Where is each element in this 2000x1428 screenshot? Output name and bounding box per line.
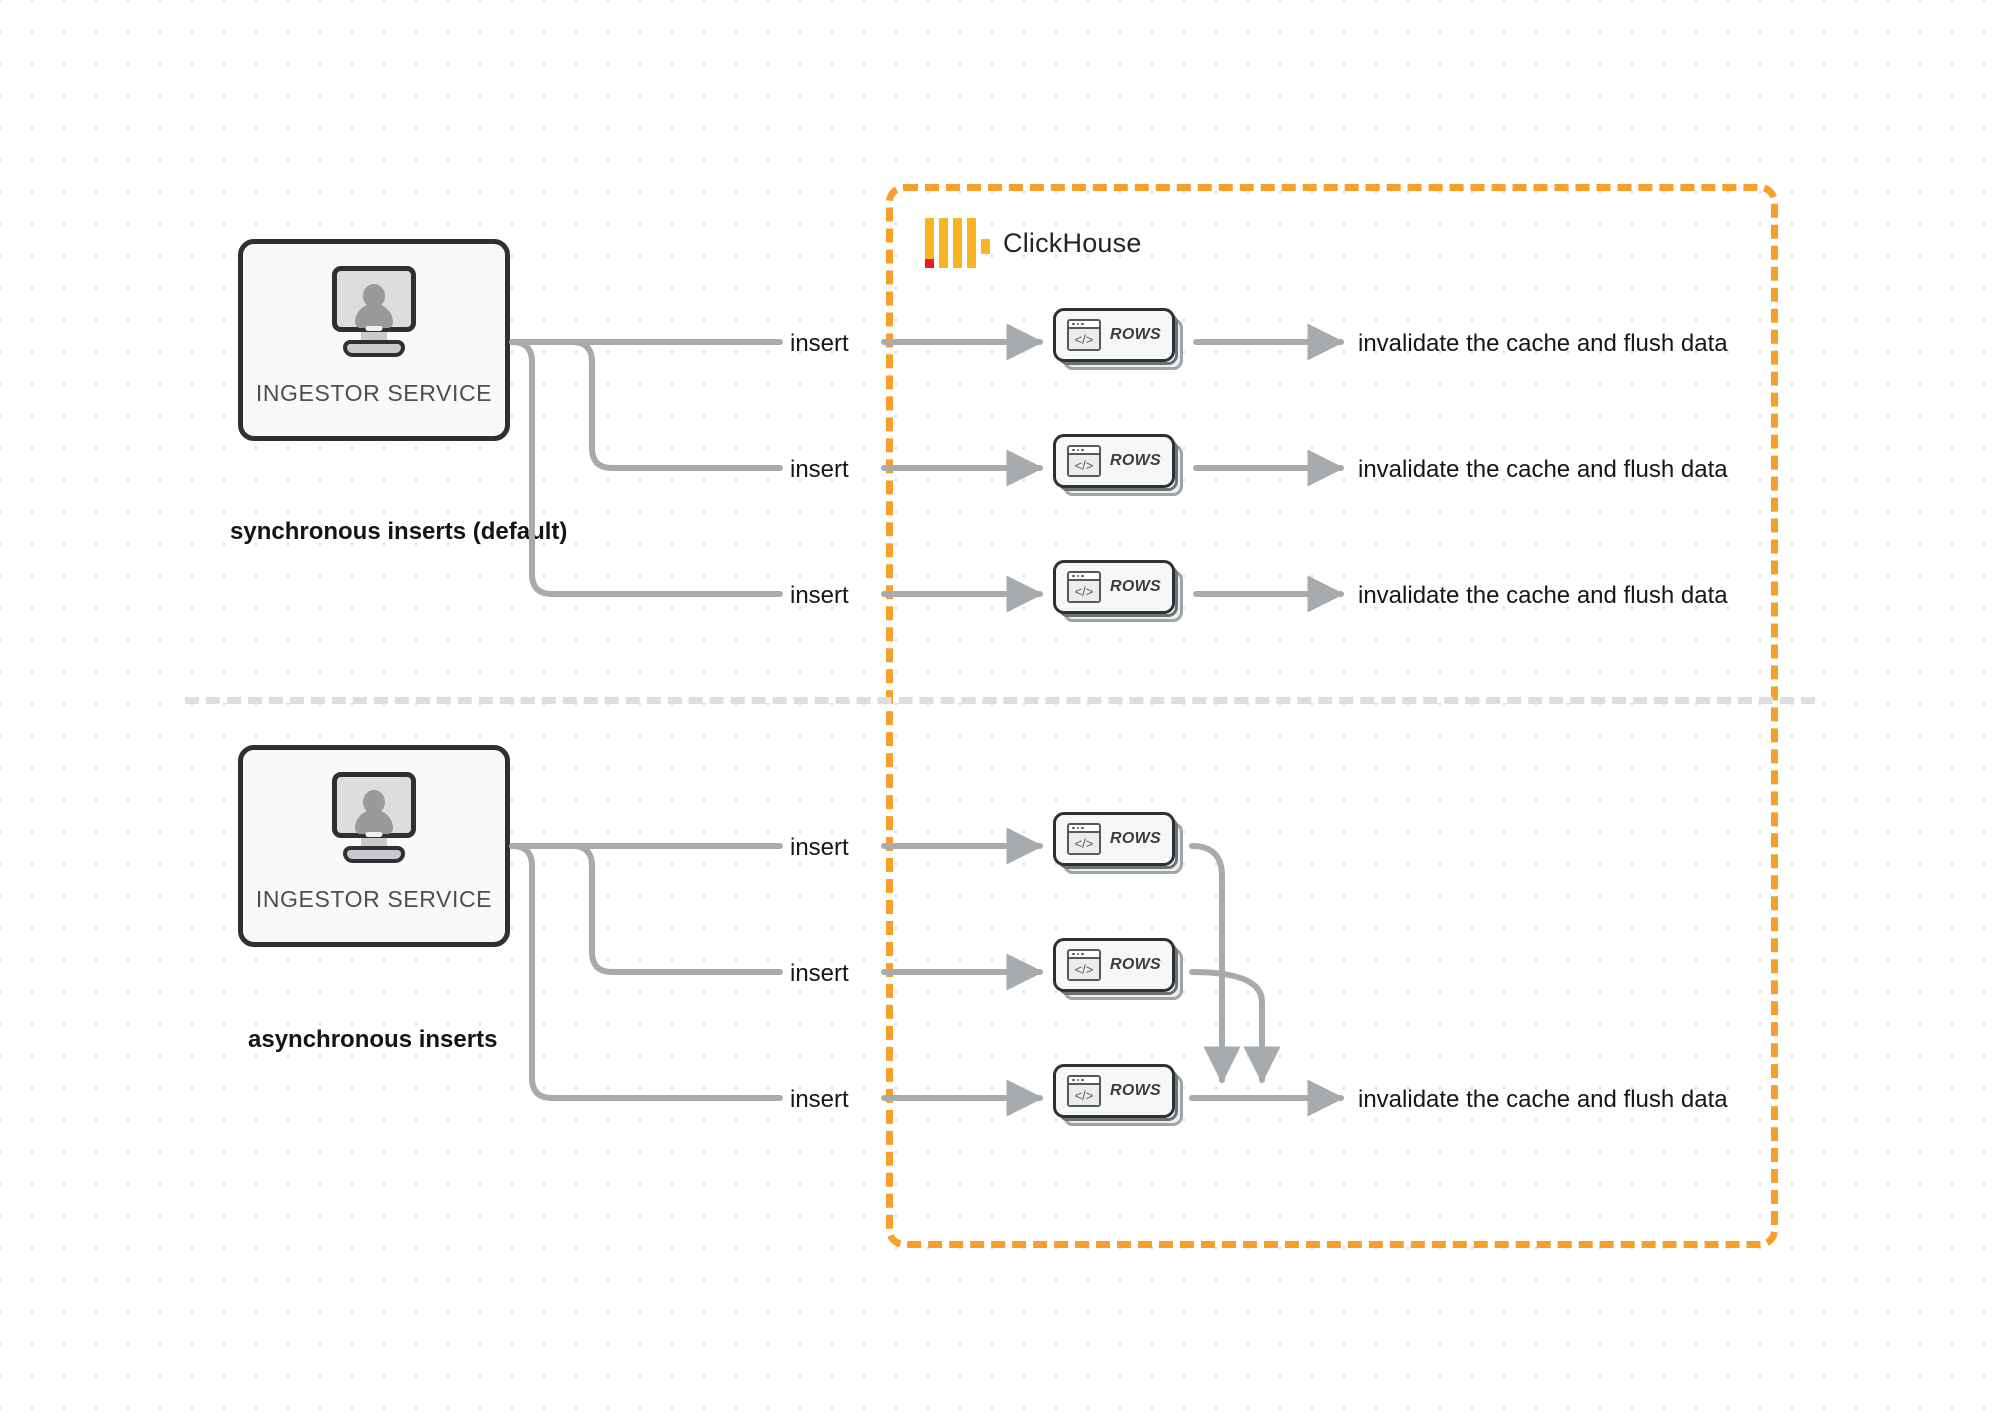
result-label-sync-3: invalidate the cache and flush data: [1358, 582, 1728, 609]
code-window-icon: </>: [1067, 949, 1101, 981]
insert-label-async-2: insert: [790, 960, 849, 987]
rows-node-async-2[interactable]: </> ROWS: [1053, 938, 1183, 1000]
window-dot-3: [1081, 448, 1084, 452]
clickhouse-logo-group: ClickHouse: [925, 218, 1142, 268]
insert-label-sync-2: insert: [790, 456, 849, 483]
code-window-titlebar: [1069, 573, 1099, 581]
ingestor-service-label: INGESTOR SERVICE: [255, 886, 493, 912]
user-body: [355, 810, 393, 834]
rows-card: </> ROWS: [1053, 1064, 1175, 1118]
window-dot-1: [1072, 952, 1075, 956]
result-label-sync-2: invalidate the cache and flush data: [1358, 456, 1728, 483]
monitor-base: [343, 846, 405, 863]
rows-card: </> ROWS: [1053, 434, 1175, 488]
code-window-titlebar: [1069, 951, 1099, 959]
wire-async-branch-2: [559, 843, 783, 975]
insert-label-sync-1: insert: [790, 330, 849, 357]
window-dot-1: [1072, 574, 1075, 578]
clickhouse-boundary: [886, 184, 1778, 1248]
window-dot-3: [1081, 952, 1084, 956]
user-head: [363, 790, 385, 814]
monitor-user-icon: [324, 266, 424, 358]
result-label-async-merged: invalidate the cache and flush data: [1358, 1086, 1728, 1113]
logo-bar-1: [925, 218, 934, 268]
rows-label: ROWS: [1110, 956, 1161, 973]
code-window-icon: </>: [1067, 1075, 1101, 1107]
section-divider: [185, 697, 1815, 704]
monitor-user-icon: [324, 772, 424, 864]
rows-node-sync-3[interactable]: </> ROWS: [1053, 560, 1183, 622]
logo-bar-4: [967, 218, 976, 268]
code-glyph: </>: [1069, 833, 1099, 853]
wire-sync-branch-2: [559, 339, 783, 471]
rows-label: ROWS: [1110, 326, 1161, 343]
rows-label: ROWS: [1110, 578, 1161, 595]
code-glyph: </>: [1069, 959, 1099, 979]
rows-label: ROWS: [1110, 452, 1161, 469]
result-label-sync-1: invalidate the cache and flush data: [1358, 330, 1728, 357]
clickhouse-logo: [925, 218, 990, 268]
code-glyph: </>: [1069, 581, 1099, 601]
logo-bar-2: [939, 218, 948, 268]
code-glyph: </>: [1069, 455, 1099, 475]
monitor-neck: [361, 332, 387, 342]
caption-asynchronous: asynchronous inserts: [248, 1026, 498, 1053]
window-dot-2: [1076, 448, 1079, 452]
insert-label-sync-3: insert: [790, 582, 849, 609]
rows-node-sync-1[interactable]: </> ROWS: [1053, 308, 1183, 370]
user-head: [363, 284, 385, 308]
monitor-base: [343, 340, 405, 357]
window-dot-2: [1076, 574, 1079, 578]
rows-card: </> ROWS: [1053, 308, 1175, 362]
code-window-icon: </>: [1067, 319, 1101, 351]
insert-label-async-3: insert: [790, 1086, 849, 1113]
logo-accent-square: [925, 259, 934, 268]
window-dot-1: [1072, 826, 1075, 830]
rows-label: ROWS: [1110, 1082, 1161, 1099]
rows-label: ROWS: [1110, 830, 1161, 847]
code-glyph: </>: [1069, 329, 1099, 349]
code-window-icon: </>: [1067, 445, 1101, 477]
window-dot-1: [1072, 322, 1075, 326]
window-dot-2: [1076, 826, 1079, 830]
window-dot-3: [1081, 322, 1084, 326]
rows-node-async-1[interactable]: </> ROWS: [1053, 812, 1183, 874]
insert-label-async-1: insert: [790, 834, 849, 861]
monitor-screen: [332, 772, 416, 838]
wire-async-branch-3: [509, 843, 783, 1101]
ingestor-service-sync[interactable]: INGESTOR SERVICE: [238, 239, 510, 441]
monitor-neck: [361, 838, 387, 848]
window-dot-1: [1072, 1078, 1075, 1082]
window-dot-1: [1072, 448, 1075, 452]
window-dot-3: [1081, 826, 1084, 830]
monitor-screen: [332, 266, 416, 332]
code-window-icon: </>: [1067, 823, 1101, 855]
code-window-icon: </>: [1067, 571, 1101, 603]
window-dot-3: [1081, 574, 1084, 578]
ingestor-service-async[interactable]: INGESTOR SERVICE: [238, 745, 510, 947]
monitor-notch: [365, 832, 383, 837]
code-glyph: </>: [1069, 1085, 1099, 1105]
rows-card: </> ROWS: [1053, 560, 1175, 614]
user-body: [355, 304, 393, 328]
rows-card: </> ROWS: [1053, 938, 1175, 992]
logo-bar-3: [953, 218, 962, 268]
rows-node-async-3[interactable]: </> ROWS: [1053, 1064, 1183, 1126]
monitor-notch: [365, 326, 383, 331]
wire-sync-branch-3: [509, 339, 783, 597]
clickhouse-label: ClickHouse: [1003, 227, 1142, 258]
window-dot-2: [1076, 952, 1079, 956]
code-window-titlebar: [1069, 825, 1099, 833]
code-window-titlebar: [1069, 321, 1099, 329]
code-window-titlebar: [1069, 447, 1099, 455]
rows-card: </> ROWS: [1053, 812, 1175, 866]
logo-stub: [981, 239, 990, 254]
code-window-titlebar: [1069, 1077, 1099, 1085]
window-dot-3: [1081, 1078, 1084, 1082]
window-dot-2: [1076, 1078, 1079, 1082]
rows-node-sync-2[interactable]: </> ROWS: [1053, 434, 1183, 496]
window-dot-2: [1076, 322, 1079, 326]
ingestor-service-label: INGESTOR SERVICE: [255, 380, 493, 406]
caption-synchronous: synchronous inserts (default): [230, 518, 568, 545]
